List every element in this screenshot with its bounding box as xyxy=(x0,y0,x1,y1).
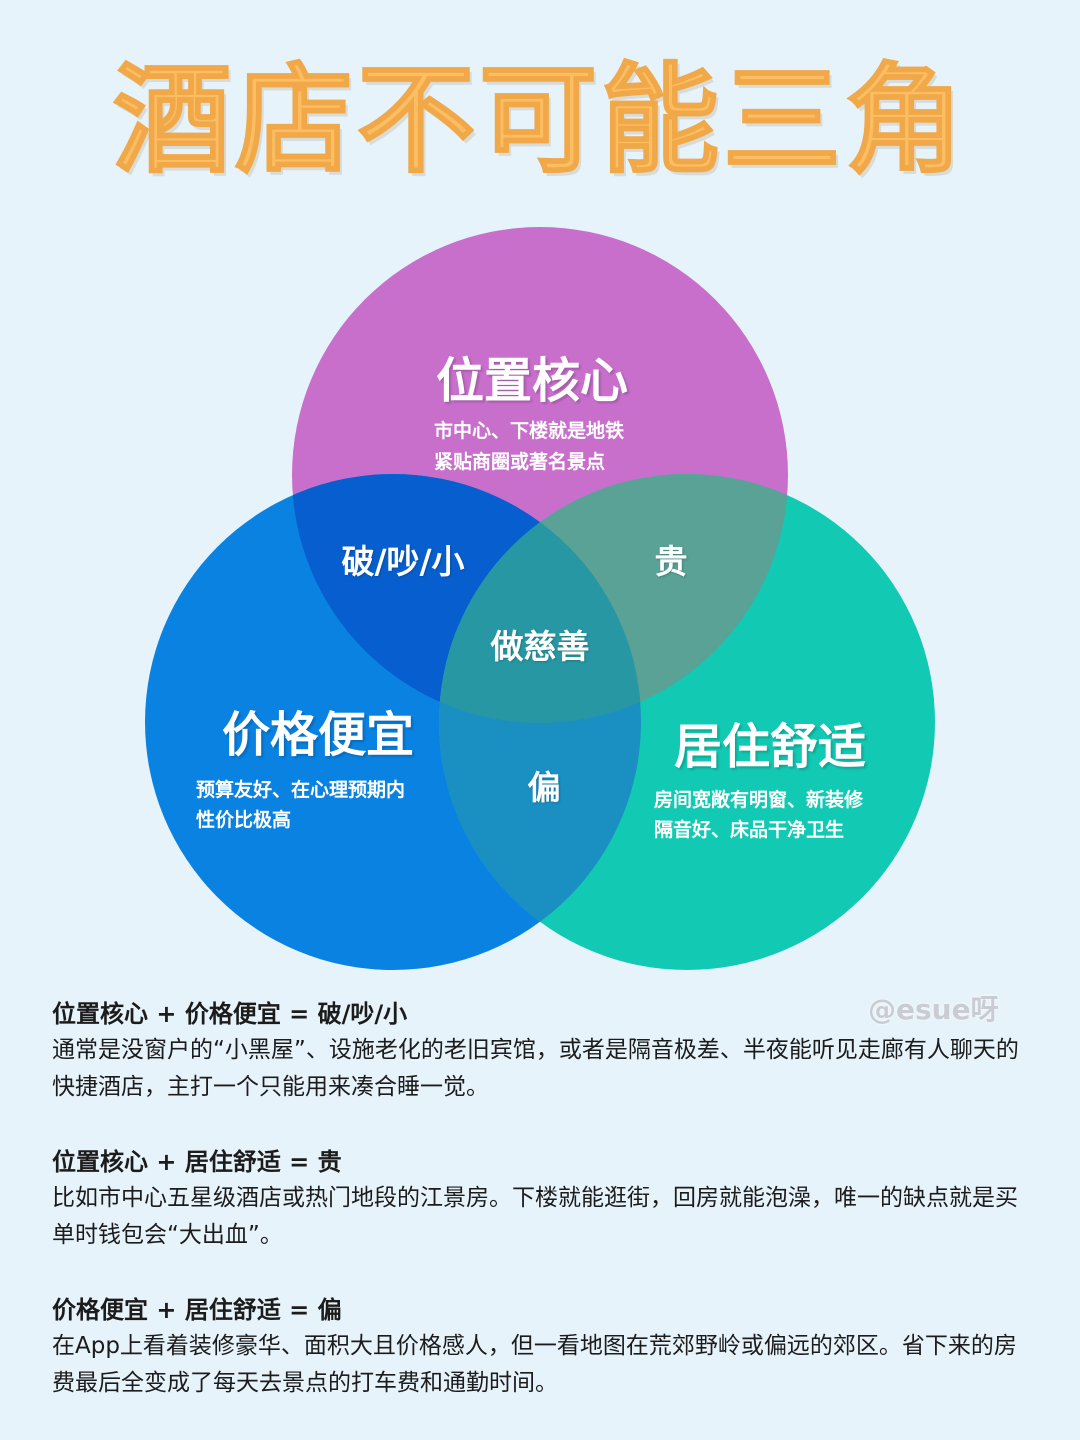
price-comfort-result: 偏 xyxy=(527,768,561,807)
note-body: 通常是没窗户的“小黑屋”、设施老化的老旧宾馆，或者是隔音极差、半夜能听见走廊有人… xyxy=(52,1037,1019,1100)
center-result: 做慈善 xyxy=(490,627,590,666)
location-desc-line1: 市中心、下楼就是地铁 xyxy=(434,420,625,442)
price-title: 价格便宜 xyxy=(221,707,415,763)
location-desc-line2: 紧贴商圈或著名景点 xyxy=(434,451,606,473)
location-title: 位置核心 xyxy=(435,353,629,409)
note-body: 在App上看着装修豪华、面积大且价格感人，但一看地图在荒郊野岭或偏远的郊区。省下… xyxy=(52,1333,1017,1396)
note-heading: 价格便宜 + 居住舒适 = 偏 xyxy=(52,1296,342,1324)
note-location-comfort: 位置核心 + 居住舒适 = 贵 比如市中心五星级酒店或热门地段的江景房。下楼就能… xyxy=(52,1144,1032,1254)
explanation-notes: 位置核心 + 价格便宜 = 破/吵/小 通常是没窗户的“小黑屋”、设施老化的老旧… xyxy=(52,996,1032,1440)
note-heading: 位置核心 + 居住舒适 = 贵 xyxy=(52,1148,342,1176)
watermark: @esue呀 xyxy=(868,993,999,1026)
center-overlap xyxy=(439,474,641,723)
note-heading: 位置核心 + 价格便宜 = 破/吵/小 xyxy=(52,1000,408,1028)
price-desc-line1: 预算友好、在心理预期内 xyxy=(196,779,406,801)
venn-diagram xyxy=(145,227,935,970)
comfort-desc-line2: 隔音好、床品干净卫生 xyxy=(654,819,845,841)
location-comfort-result: 贵 xyxy=(654,542,688,581)
comfort-desc-line1: 房间宽敞有明窗、新装修 xyxy=(654,789,864,811)
comfort-title: 居住舒适 xyxy=(673,719,867,775)
note-location-price: 位置核心 + 价格便宜 = 破/吵/小 通常是没窗户的“小黑屋”、设施老化的老旧… xyxy=(52,996,1032,1106)
note-body: 比如市中心五星级酒店或热门地段的江景房。下楼就能逛街，回房就能泡澡，唯一的缺点就… xyxy=(52,1185,1018,1248)
price-desc-line2: 性价比极高 xyxy=(196,809,292,831)
location-price-result: 破/吵/小 xyxy=(341,542,465,581)
page-title: 酒店不可能三角 xyxy=(112,50,967,190)
note-price-comfort: 价格便宜 + 居住舒适 = 偏 在App上看着装修豪华、面积大且价格感人，但一看… xyxy=(52,1292,1032,1402)
